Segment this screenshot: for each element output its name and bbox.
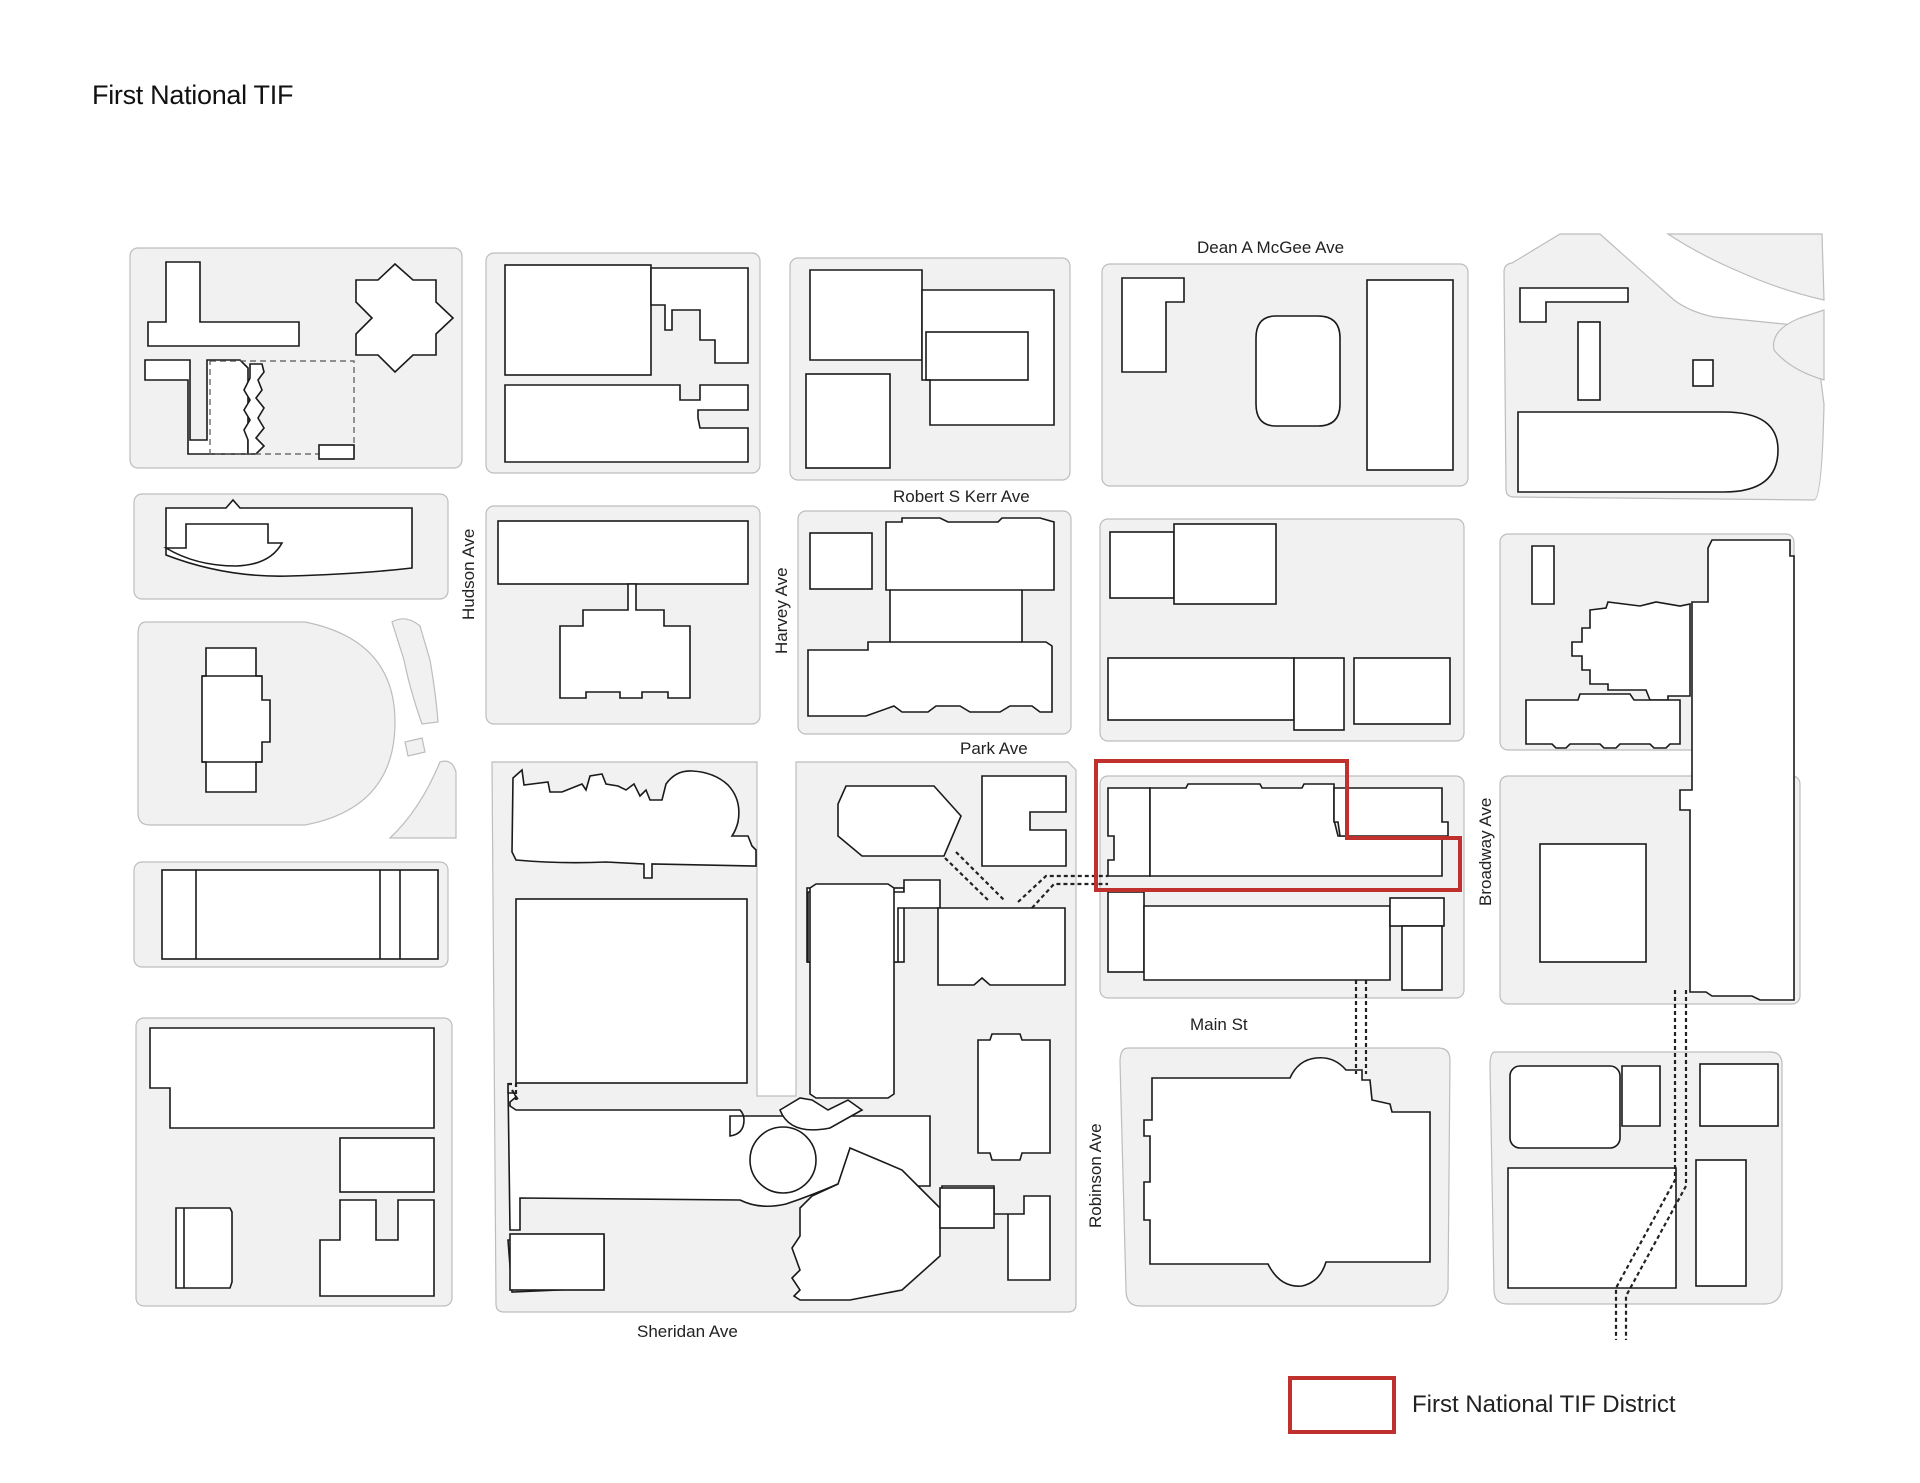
plaza-island-1 <box>391 618 439 725</box>
building <box>1577 321 1601 401</box>
skywalks <box>508 851 1688 1340</box>
building <box>509 1233 605 1291</box>
building <box>1509 1065 1621 1149</box>
building <box>355 262 455 374</box>
skywalk <box>1017 874 1108 909</box>
building <box>1692 359 1714 387</box>
building-inner <box>925 331 1029 381</box>
block-e2 <box>1665 233 1825 301</box>
rotunda <box>749 1126 817 1194</box>
building <box>1366 279 1454 471</box>
dashed-outline <box>209 360 355 455</box>
building-line <box>890 589 1022 643</box>
building <box>809 532 873 590</box>
building <box>1517 411 1779 493</box>
building <box>1519 287 1629 323</box>
building <box>1679 539 1795 1001</box>
plaza-island-3 <box>388 760 457 839</box>
building <box>981 775 1067 867</box>
building <box>1255 315 1341 427</box>
building <box>1525 693 1681 749</box>
building <box>1353 657 1451 725</box>
tunnel <box>1354 980 1368 1074</box>
building <box>779 1097 864 1131</box>
building <box>515 898 748 1084</box>
building <box>1531 545 1555 605</box>
legend: First National TIF District <box>1288 1376 1676 1434</box>
street-label-main: Main St <box>1190 1015 1248 1034</box>
building <box>937 907 1066 986</box>
building <box>1621 1065 1661 1127</box>
street-label-dean-a-mcgee: Dean A McGee Ave <box>1197 238 1344 257</box>
legend-tif-label: First National TIF District <box>1412 1391 1676 1418</box>
building <box>1695 1159 1747 1287</box>
building <box>650 267 749 364</box>
building <box>1107 787 1151 877</box>
building <box>1121 277 1185 373</box>
building <box>790 1146 941 1301</box>
building <box>1143 905 1391 981</box>
building <box>939 1187 995 1229</box>
street-label-park: Park Ave <box>960 739 1028 758</box>
building <box>1389 897 1445 927</box>
building <box>837 785 962 857</box>
building <box>165 498 413 577</box>
tunnel <box>1614 990 1688 1340</box>
building <box>807 517 1055 717</box>
street-label-harvey: Harvey Ave <box>772 567 791 654</box>
building <box>1173 523 1277 605</box>
street-label-sheridan: Sheridan Ave <box>637 1322 738 1341</box>
building <box>339 1137 435 1193</box>
street-label-robinson: Robinson Ave <box>1086 1123 1105 1228</box>
building <box>149 1027 435 1129</box>
building <box>163 523 284 567</box>
street-labels: Dean A McGee Ave Robert S Kerr Ave Park … <box>459 238 1495 1341</box>
building <box>1107 891 1145 973</box>
building <box>318 444 355 460</box>
building <box>175 1207 233 1289</box>
building <box>809 269 923 361</box>
map-title: First National TIF <box>92 80 294 110</box>
building <box>1107 657 1295 721</box>
building <box>977 1033 1051 1161</box>
building <box>504 264 652 376</box>
skywalk <box>944 851 1005 903</box>
street-label-robert-s-kerr: Robert S Kerr Ave <box>893 487 1030 506</box>
building <box>1109 531 1175 599</box>
building <box>1401 925 1443 991</box>
block-e3 <box>1772 309 1825 381</box>
buildings <box>144 261 1795 1301</box>
tif-district-boundary <box>1094 759 1462 892</box>
street-label-hudson: Hudson Ave <box>459 529 478 620</box>
building <box>1333 787 1449 837</box>
building <box>243 363 266 455</box>
building <box>1539 843 1647 963</box>
building <box>147 261 300 347</box>
building <box>504 384 749 463</box>
tunnel <box>508 1082 519 1101</box>
building <box>1571 601 1691 701</box>
building <box>497 520 749 585</box>
building <box>511 768 757 879</box>
building <box>559 583 691 699</box>
building <box>1507 1167 1677 1289</box>
legend-tif-swatch <box>1288 1376 1396 1434</box>
street-label-broadway: Broadway Ave <box>1476 798 1495 906</box>
plaza-island-2 <box>404 737 426 757</box>
building <box>319 1199 435 1297</box>
building <box>805 373 891 469</box>
building <box>161 869 439 960</box>
building <box>1293 657 1345 731</box>
building <box>1143 1056 1431 1287</box>
building <box>1699 1063 1779 1127</box>
building <box>809 883 895 1099</box>
building <box>1149 783 1443 877</box>
building <box>144 359 249 455</box>
building <box>921 289 1055 426</box>
